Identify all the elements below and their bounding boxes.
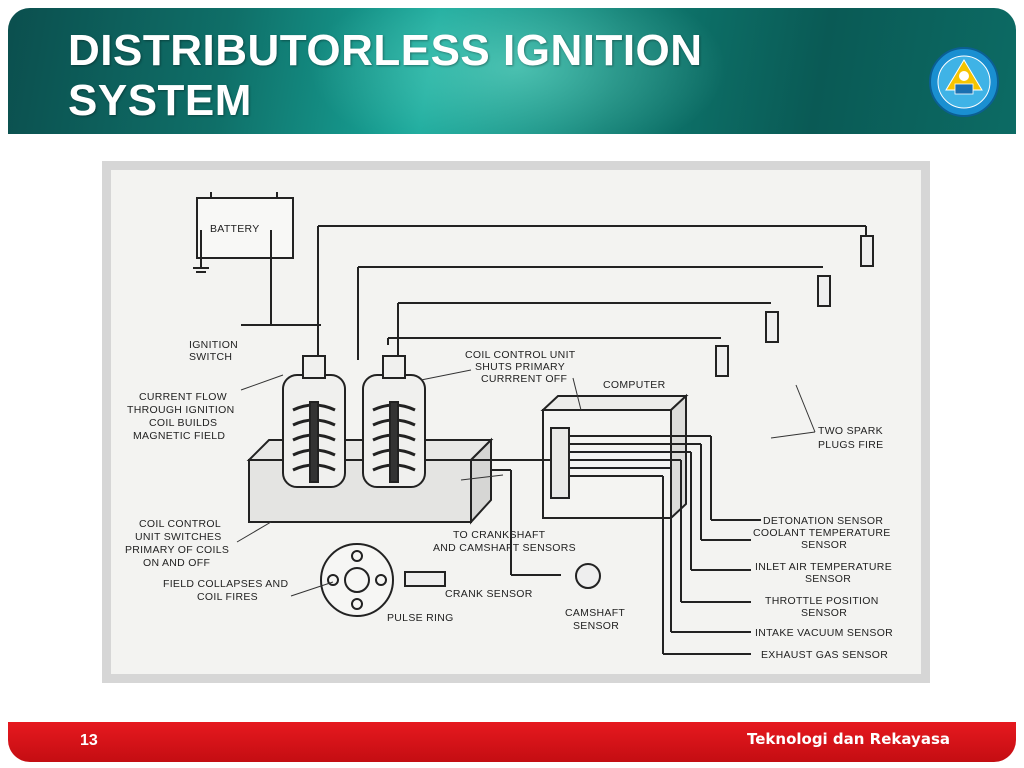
label-coil-switches-1: COIL CONTROL [139, 518, 221, 530]
label-two-spark-1: TWO SPARK [818, 425, 883, 437]
label-ignition-switch-2: SWITCH [189, 351, 232, 363]
label-camshaft-2: SENSOR [573, 620, 619, 632]
label-to-crank-1: TO CRANKSHAFT [453, 529, 546, 541]
label-coil-control-unit-2: SHUTS PRIMARY [475, 361, 565, 373]
title-line-2: SYSTEM [68, 76, 252, 125]
ignition-diagram: BATTERY IGNITION SWITCH CURRENT FLOW THR… [111, 170, 921, 674]
label-coolant-2: SENSOR [801, 539, 847, 551]
label-current-flow-2: THROUGH IGNITION [127, 404, 234, 416]
ignition-diagram-svg: BATTERY IGNITION SWITCH CURRENT FLOW THR… [125, 192, 893, 661]
footer-text: Teknologi dan Rekayasa [747, 730, 950, 748]
label-current-flow-1: CURRENT FLOW [139, 391, 227, 403]
slide-title: DISTRIBUTORLESS IGNITION SYSTEM [68, 26, 703, 126]
label-coil-switches-2: UNIT SWITCHES [135, 531, 222, 543]
label-crank-sensor: CRANK SENSOR [445, 588, 533, 600]
label-two-spark-2: PLUGS FIRE [818, 439, 883, 451]
diagram-frame: BATTERY IGNITION SWITCH CURRENT FLOW THR… [102, 161, 930, 683]
label-field-collapses-1: FIELD COLLAPSES AND [163, 578, 288, 590]
label-throttle-1: THROTTLE POSITION [765, 595, 879, 607]
label-exhaust-gas: EXHAUST GAS SENSOR [761, 649, 888, 661]
header-glow [308, 8, 728, 134]
slide-footer: 13 Teknologi dan Rekayasa [8, 722, 1016, 762]
label-inlet-air-1: INLET AIR TEMPERATURE [755, 561, 892, 573]
label-computer: COMPUTER [603, 379, 666, 391]
label-pulse-ring: PULSE RING [387, 612, 454, 624]
tut-wuri-handayani-logo [929, 47, 999, 117]
title-line-1: DISTRIBUTORLESS IGNITION [68, 26, 703, 75]
label-ignition-switch-1: IGNITION [189, 339, 238, 351]
label-camshaft-1: CAMSHAFT [565, 607, 625, 619]
page-number: 13 [80, 732, 98, 749]
label-to-crank-2: AND CAMSHAFT SENSORS [433, 542, 576, 554]
label-coolant-1: COOLANT TEMPERATURE [753, 527, 891, 539]
label-current-flow-4: MAGNETIC FIELD [133, 430, 225, 442]
label-inlet-air-2: SENSOR [805, 573, 851, 585]
label-coil-switches-3: PRIMARY OF COILS [125, 544, 229, 556]
label-coil-control-unit-3: CURRRENT OFF [481, 373, 567, 385]
label-coil-control-unit-1: COIL CONTROL UNIT [465, 349, 576, 361]
label-throttle-2: SENSOR [801, 607, 847, 619]
label-current-flow-3: COIL BUILDS [149, 417, 217, 429]
label-intake-vacuum: INTAKE VACUUM SENSOR [755, 627, 893, 639]
label-detonation: DETONATION SENSOR [763, 515, 883, 527]
slide-header: DISTRIBUTORLESS IGNITION SYSTEM [8, 8, 1016, 134]
label-battery: BATTERY [210, 223, 260, 235]
label-field-collapses-2: COIL FIRES [197, 591, 258, 603]
label-coil-switches-4: ON AND OFF [143, 557, 210, 569]
